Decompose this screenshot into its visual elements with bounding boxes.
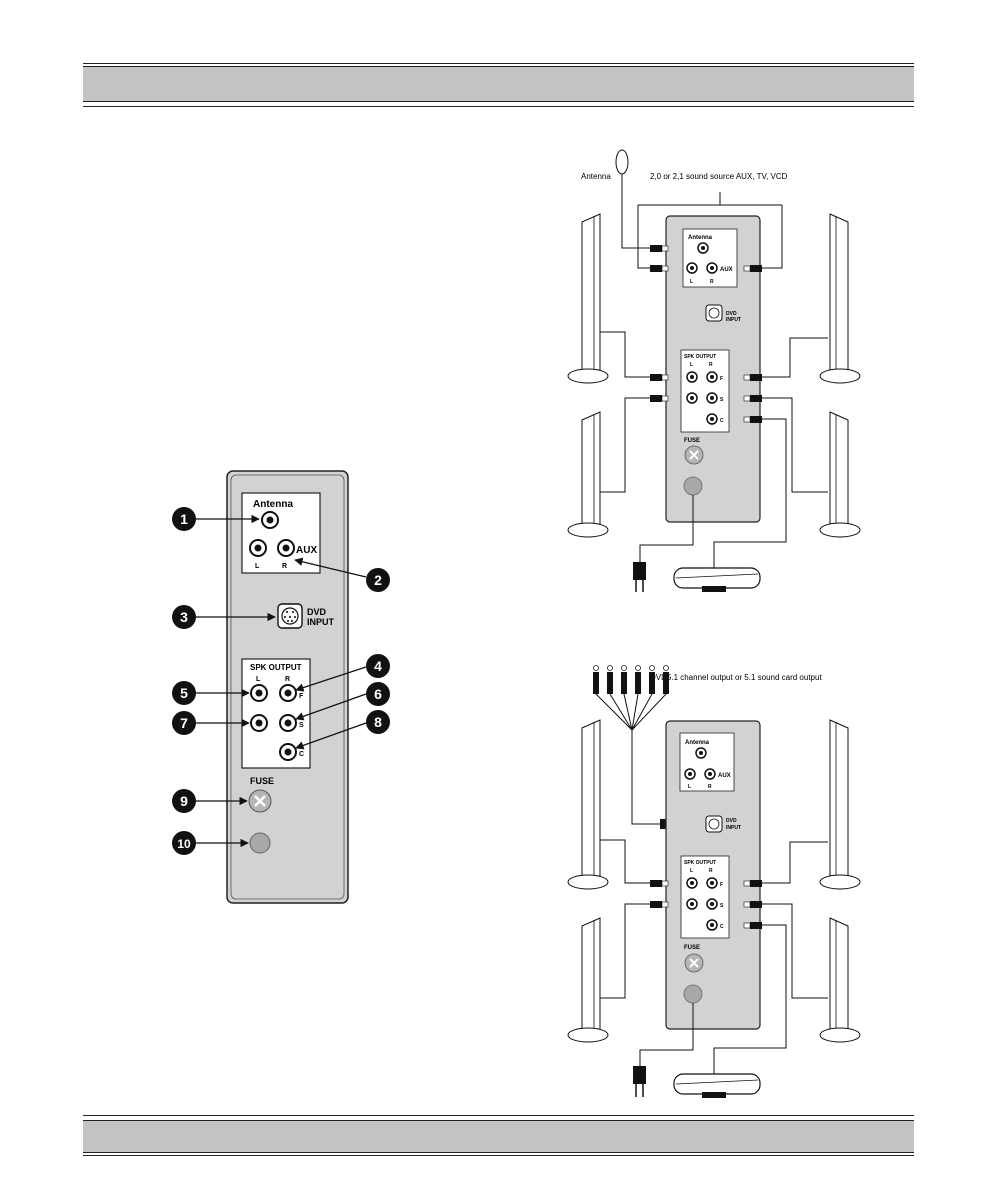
callout-6: 6 (366, 682, 390, 706)
svg-text:9: 9 (180, 793, 188, 809)
svg-text:8: 8 (374, 714, 382, 730)
speaker-icon (568, 412, 608, 537)
svg-text:R: R (708, 784, 712, 790)
svg-text:10: 10 (177, 837, 191, 851)
subwoofer-icon (674, 1074, 760, 1098)
aux-right-jack-icon[interactable] (278, 540, 294, 556)
callout-8: 8 (366, 710, 390, 734)
svg-text:C: C (720, 924, 724, 930)
speaker-icon (820, 214, 860, 383)
callout-3: 3 (172, 605, 196, 629)
fuse-label: FUSE (250, 776, 274, 786)
svg-text:DVD: DVD (726, 818, 737, 824)
svg-text:2: 2 (374, 572, 382, 588)
callout-7: 7 (172, 711, 196, 735)
speaker-icon (820, 412, 860, 537)
svg-text:L: L (690, 362, 693, 368)
svg-text:L: L (690, 868, 693, 874)
svg-text:C: C (720, 418, 724, 424)
speaker-icon (820, 720, 860, 889)
svg-text:AUX: AUX (720, 267, 733, 273)
surround-left-jack-icon[interactable] (251, 715, 267, 731)
subwoofer-icon (674, 568, 760, 592)
spk-output-label: SPK OUTPUT (250, 663, 302, 672)
svg-text:5: 5 (180, 685, 188, 701)
svg-text:4: 4 (374, 658, 382, 674)
svg-text:L: L (690, 279, 693, 285)
svg-text:R: R (709, 362, 713, 368)
svg-text:1: 1 (180, 511, 188, 527)
front-left-jack-icon[interactable] (251, 685, 267, 701)
center-label: C (299, 751, 304, 758)
fuse-icon[interactable] (249, 790, 271, 812)
svg-text:F: F (720, 882, 723, 888)
center-jack-icon[interactable] (280, 744, 296, 760)
power-socket-icon[interactable] (250, 833, 270, 853)
svg-text:7: 7 (180, 715, 188, 731)
input-label: INPUT (307, 617, 335, 627)
power-plug-icon (633, 562, 646, 592)
front-label: F (299, 693, 304, 700)
aux-left-jack-icon[interactable] (250, 540, 266, 556)
aux-right-label: R (282, 563, 287, 570)
surround-right-jack-icon[interactable] (280, 715, 296, 731)
power-plug-icon (633, 1066, 646, 1097)
aux-left-label: L (255, 563, 260, 570)
svg-text:R: R (710, 279, 714, 285)
antenna-caption: Antenna (581, 172, 611, 181)
callout-5: 5 (172, 681, 196, 705)
spk-right-label: R (285, 676, 290, 683)
svg-text:SPK OUTPUT: SPK OUTPUT (684, 860, 716, 866)
dvd-label: DVD (307, 607, 327, 617)
callout-4: 4 (366, 654, 390, 678)
spk-left-label: L (256, 676, 261, 683)
svg-text:FUSE: FUSE (684, 438, 700, 444)
aux-label: AUX (296, 545, 317, 556)
svg-text:3: 3 (180, 609, 188, 625)
speaker-icon (568, 214, 608, 383)
antenna-jack-icon[interactable] (262, 512, 278, 528)
speaker-icon (820, 918, 860, 1042)
svg-text:R: R (709, 868, 713, 874)
svg-text:SPK OUTPUT: SPK OUTPUT (684, 354, 716, 360)
svg-text:F: F (720, 376, 723, 382)
front-right-jack-icon[interactable] (280, 685, 296, 701)
svg-text:L: L (688, 784, 691, 790)
svg-text:INPUT: INPUT (726, 825, 741, 831)
callout-2: 2 (366, 568, 390, 592)
connection-diagram-top: Antenna 2,0 or 2,1 sound source AUX, TV,… (568, 150, 860, 592)
speaker-icon (568, 720, 608, 889)
antenna-label: Antenna (253, 499, 293, 510)
callout-10: 10 (172, 831, 196, 855)
antenna-wire-icon (616, 150, 650, 248)
callout-9: 9 (172, 789, 196, 813)
front-panel: Antenna AUX L R DVD INPUT SPK OUTPU (227, 471, 348, 903)
dvd-input-socket-icon[interactable] (278, 604, 302, 628)
callout-1: 1 (172, 507, 196, 531)
svg-text:Antenna: Antenna (688, 235, 713, 241)
svg-text:Antenna: Antenna (685, 740, 710, 746)
connection-diagram-bottom: DVD5.1 channel output or 5.1 sound card … (568, 666, 860, 1099)
dvd-source-caption: DVD5.1 channel output or 5.1 sound card … (650, 673, 822, 682)
surround-label: S (299, 722, 304, 729)
svg-text:6: 6 (374, 686, 382, 702)
svg-text:INPUT: INPUT (726, 317, 741, 323)
source-caption: 2,0 or 2,1 sound source AUX, TV, VCD (650, 172, 788, 181)
svg-text:AUX: AUX (718, 773, 731, 779)
speaker-icon (568, 918, 608, 1042)
svg-text:FUSE: FUSE (684, 945, 700, 951)
